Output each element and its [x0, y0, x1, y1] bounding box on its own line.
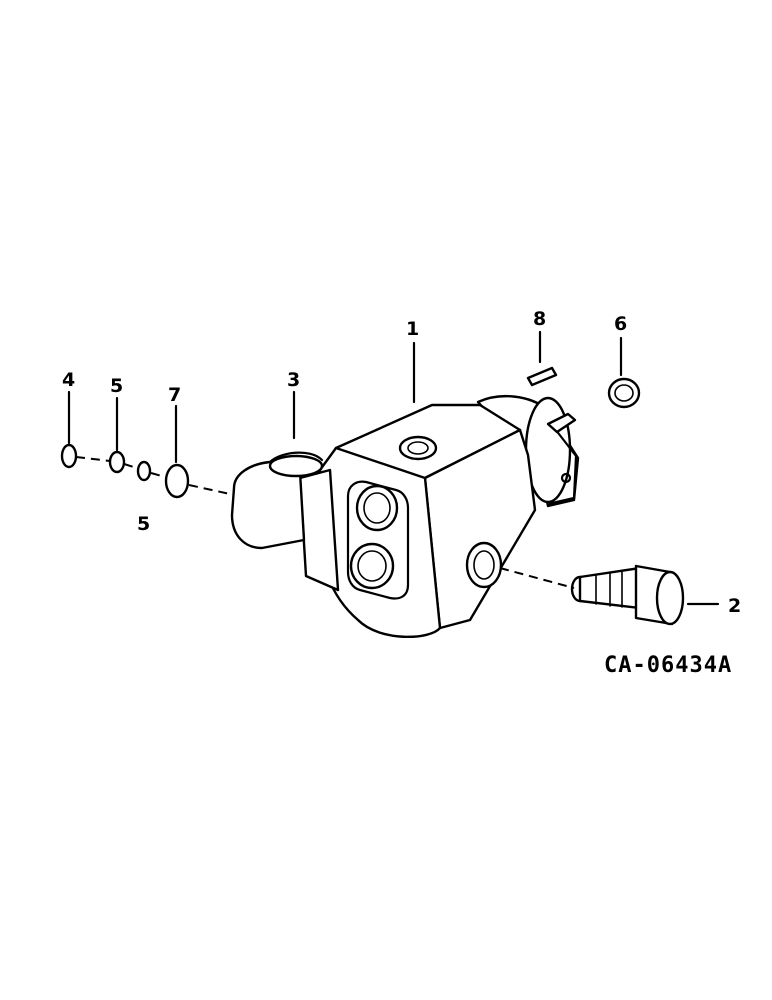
o-ring-5b	[136, 460, 152, 482]
relief-plug-part	[570, 564, 685, 626]
leader-lines	[67, 330, 720, 606]
pin-part	[526, 366, 558, 387]
valve-body-part	[316, 395, 580, 638]
callout-5b: 5	[137, 513, 150, 535]
callout-8: 8	[533, 308, 546, 330]
callout-6: 6	[614, 313, 627, 335]
callout-1: 1	[406, 318, 419, 340]
o-ring-7	[164, 463, 190, 499]
cover-part	[230, 451, 340, 592]
o-ring-4	[60, 443, 78, 469]
callout-3: 3	[287, 369, 300, 391]
retaining-ring-part	[607, 377, 641, 409]
callout-7: 7	[168, 384, 181, 406]
callout-2: 2	[728, 595, 741, 617]
center-line-left	[75, 456, 231, 495]
o-ring-5a	[108, 450, 126, 474]
callout-5a: 5	[110, 375, 123, 397]
center-line-right	[499, 567, 575, 589]
reference-code: CA-06434A	[604, 653, 732, 678]
callout-4: 4	[62, 369, 75, 391]
